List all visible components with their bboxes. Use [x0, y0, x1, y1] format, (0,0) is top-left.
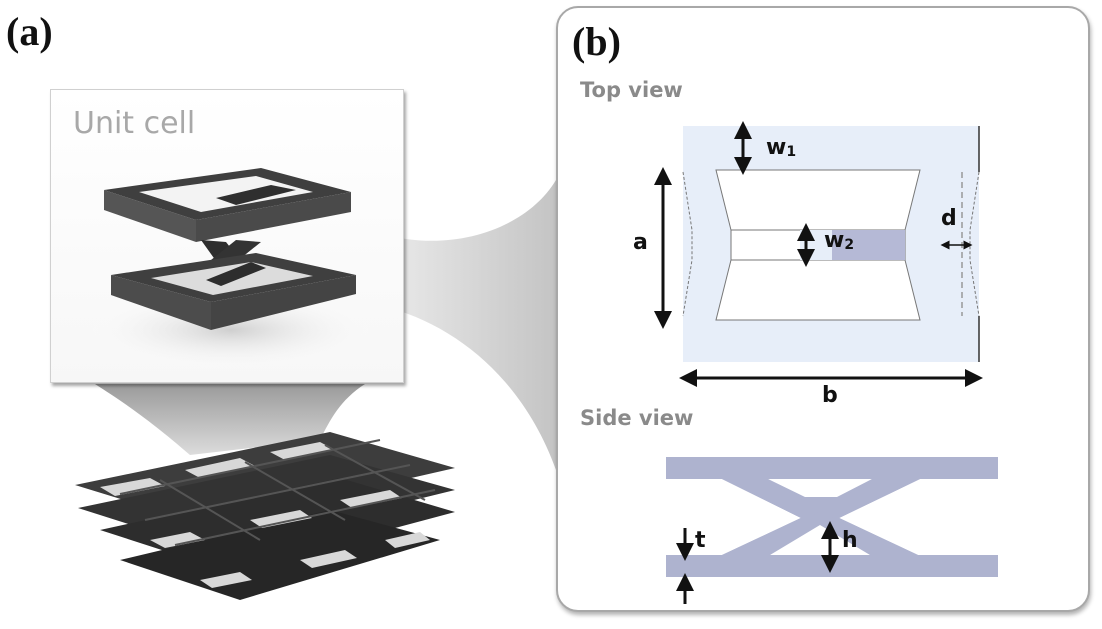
beam-highlight — [832, 230, 905, 260]
unit-cell-render — [81, 168, 381, 370]
w1-label: w1 — [766, 135, 797, 160]
side-view-title: Side view — [580, 406, 694, 430]
w2-label: w2 — [824, 228, 855, 253]
panel-b-label: (b) — [572, 19, 621, 64]
d-label: d — [941, 206, 957, 231]
side-view-structure — [666, 457, 998, 577]
unit-cell-title: Unit cell — [73, 106, 196, 141]
panel-a-label: (a) — [6, 9, 53, 54]
b-label: b — [822, 383, 838, 408]
top-view-frame — [682, 126, 980, 362]
top-view-title: Top view — [580, 78, 683, 102]
t-label: t — [695, 528, 706, 553]
a-label: a — [633, 230, 648, 255]
lattice-render — [75, 432, 455, 600]
zoom-funnel-bottom — [95, 384, 365, 455]
h-label: h — [842, 528, 858, 553]
unit-cell-card: Unit cell — [50, 89, 404, 383]
